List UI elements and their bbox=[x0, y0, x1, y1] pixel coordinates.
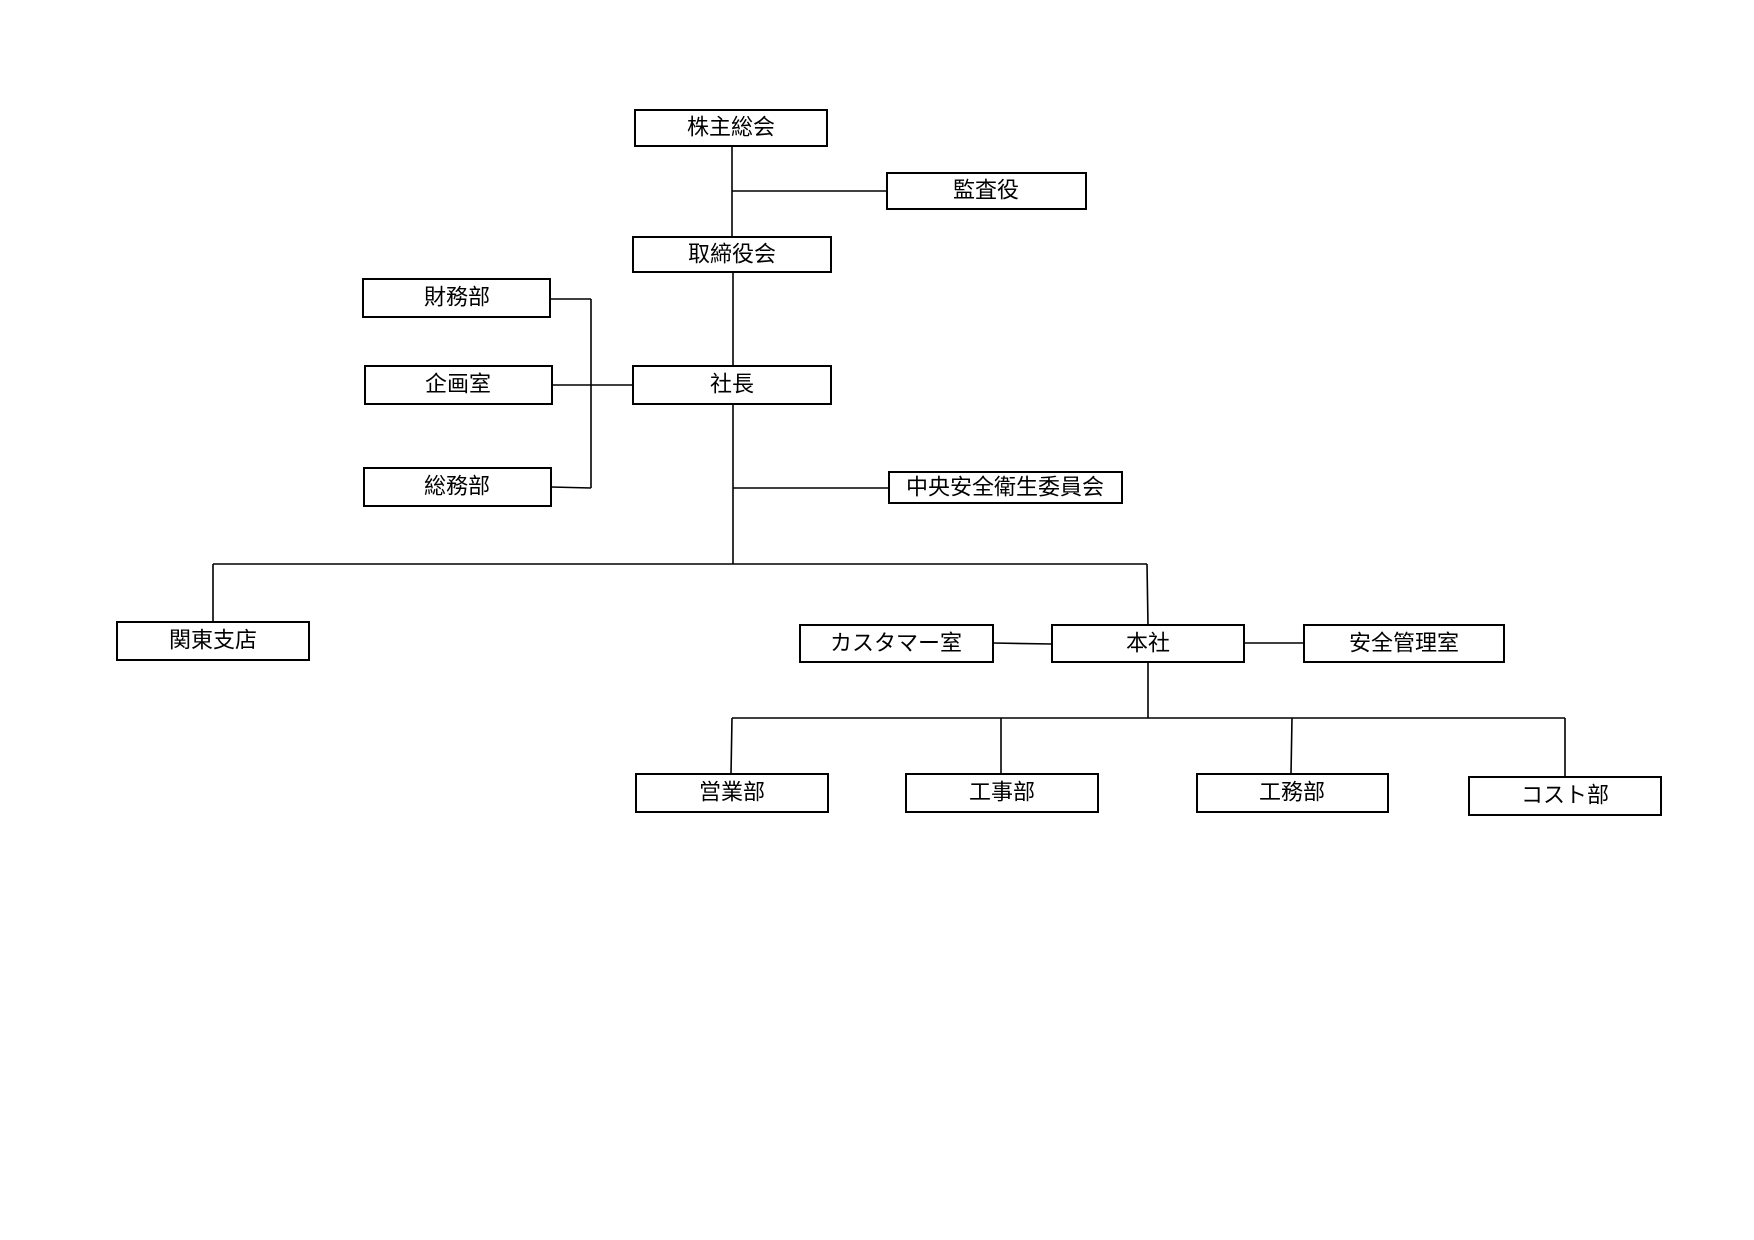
node-label: 関東支店 bbox=[169, 629, 257, 654]
node-president: 社長 bbox=[632, 365, 832, 405]
node-sales: 営業部 bbox=[635, 773, 829, 813]
node-construction: 工事部 bbox=[905, 773, 1099, 813]
connector-sales bbox=[730, 717, 733, 775]
node-label: カスタマー室 bbox=[830, 632, 962, 657]
node-box bbox=[799, 624, 994, 663]
node-label: 中央安全衛生委員会 bbox=[906, 476, 1104, 501]
connector-customer-office bbox=[992, 642, 1053, 645]
node-box bbox=[1196, 773, 1389, 813]
node-shareholders-meeting: 株主総会 bbox=[634, 109, 828, 147]
node-box bbox=[116, 621, 310, 661]
node-label: 営業部 bbox=[699, 781, 765, 806]
node-box bbox=[886, 172, 1087, 210]
node-label: 安全管理室 bbox=[1349, 632, 1459, 657]
node-head-office: 本社 bbox=[1051, 624, 1245, 663]
node-box bbox=[1051, 624, 1245, 663]
node-label: 工事部 bbox=[969, 781, 1035, 806]
node-box bbox=[632, 236, 832, 273]
connector-head-office bbox=[1146, 563, 1149, 626]
node-finance: 財務部 bbox=[362, 278, 551, 318]
node-label: 取締役会 bbox=[688, 243, 776, 268]
connectors bbox=[212, 146, 1566, 777]
node-cost: コスト部 bbox=[1468, 776, 1662, 816]
connector-general-affairs bbox=[550, 486, 592, 489]
node-box bbox=[1303, 624, 1505, 663]
node-engineering-affairs: 工務部 bbox=[1196, 773, 1389, 813]
node-box bbox=[1468, 776, 1662, 816]
node-customer-office: カスタマー室 bbox=[799, 624, 994, 663]
node-box bbox=[888, 471, 1123, 504]
node-label: 本社 bbox=[1126, 632, 1170, 657]
node-label: 監査役 bbox=[953, 179, 1019, 204]
node-planning: 企画室 bbox=[364, 365, 553, 405]
node-label: 総務部 bbox=[424, 475, 490, 500]
node-label: 社長 bbox=[710, 373, 754, 398]
node-box bbox=[364, 365, 553, 405]
node-label: 企画室 bbox=[425, 373, 491, 398]
node-label: 財務部 bbox=[424, 286, 490, 311]
node-box bbox=[362, 278, 551, 318]
node-board: 取締役会 bbox=[632, 236, 832, 273]
node-box bbox=[632, 365, 832, 405]
node-box bbox=[905, 773, 1099, 813]
node-box bbox=[634, 109, 828, 147]
node-kanto-branch: 関東支店 bbox=[116, 621, 310, 661]
node-label: コスト部 bbox=[1521, 784, 1609, 809]
node-general-affairs: 総務部 bbox=[363, 467, 552, 507]
node-auditor: 監査役 bbox=[886, 172, 1087, 210]
node-label: 株主総会 bbox=[687, 116, 775, 141]
node-box bbox=[635, 773, 829, 813]
node-safety-management: 安全管理室 bbox=[1303, 624, 1505, 663]
node-box bbox=[363, 467, 552, 507]
node-safety-committee: 中央安全衛生委員会 bbox=[888, 471, 1123, 504]
connector-engineering-affairs bbox=[1290, 717, 1293, 775]
node-label: 工務部 bbox=[1259, 781, 1325, 806]
